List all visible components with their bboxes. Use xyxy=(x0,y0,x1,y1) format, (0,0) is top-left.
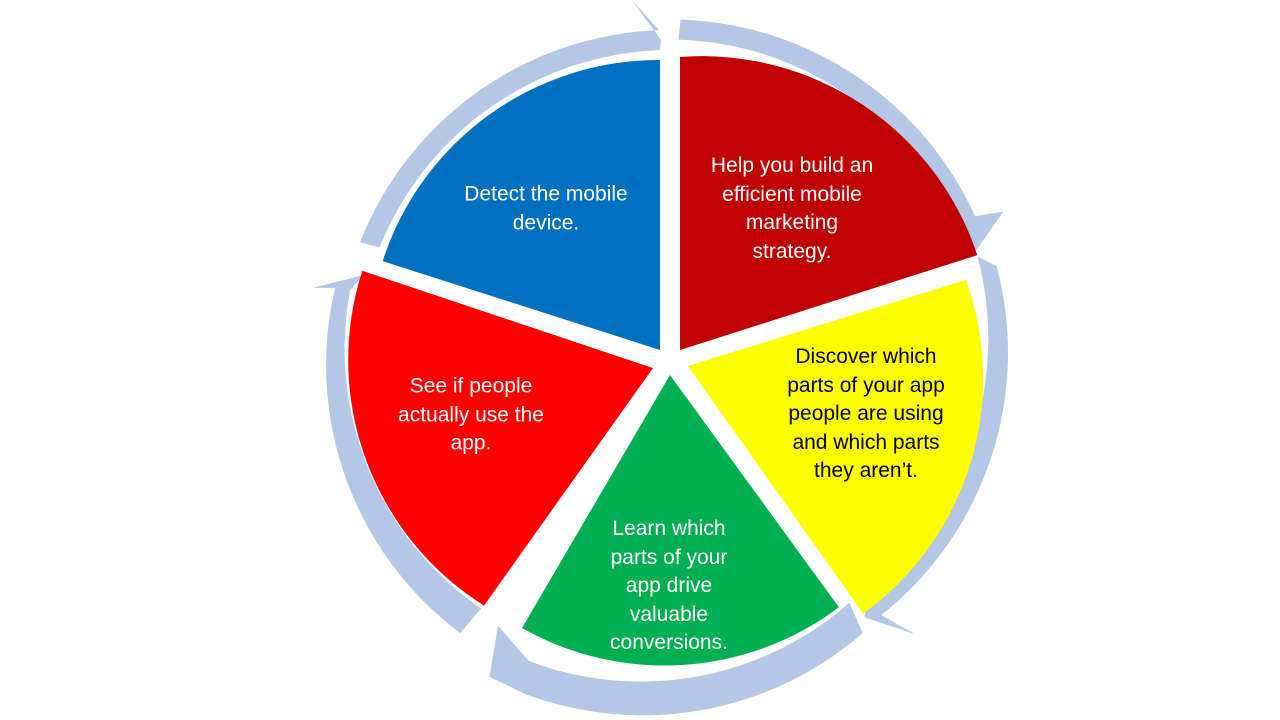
segment-strategy xyxy=(680,56,978,351)
segment-label-strategy: Help you build an efficient mobile marke… xyxy=(710,154,874,263)
segment-see xyxy=(348,270,653,606)
segment-detect xyxy=(382,59,660,351)
cycle-arrow-see-to-detect xyxy=(312,275,482,634)
segment-label-see: See if people actually use the app. xyxy=(398,374,544,455)
cycle-arrow-detect-to-strategy xyxy=(360,0,661,248)
segment-label-detect: Detect the mobile device. xyxy=(464,182,628,235)
segment-learn xyxy=(522,375,839,666)
segment-label-learn: Learn which parts of your app drive valu… xyxy=(610,516,728,654)
cycle-arrow-strategy-to-discover xyxy=(678,19,1004,251)
cycle-arrow-learn-to-see xyxy=(489,602,863,716)
segment-label-discover: Discover which parts of your app people … xyxy=(787,344,945,482)
segment-discover xyxy=(688,279,984,614)
